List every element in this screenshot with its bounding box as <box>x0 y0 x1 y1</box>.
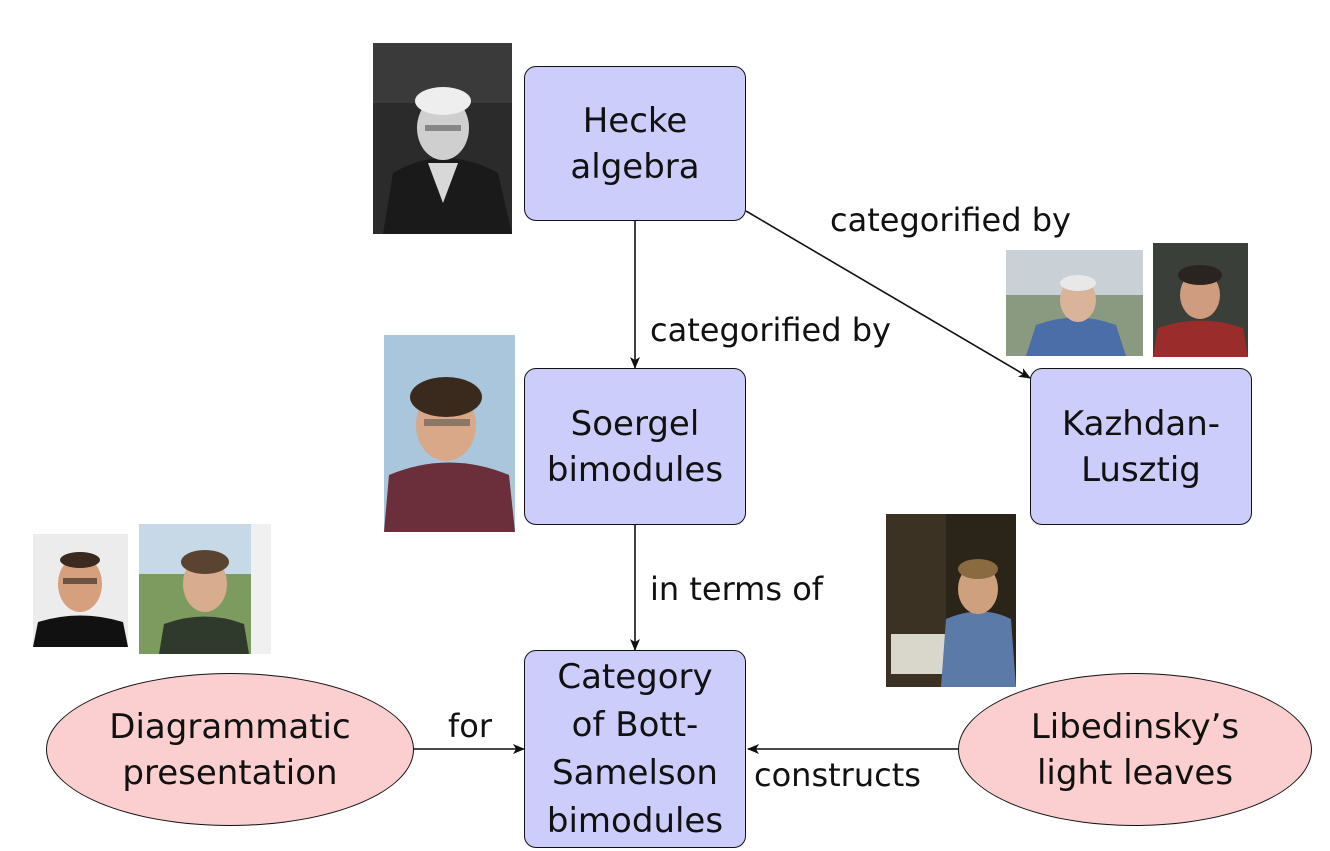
node-diagrammatic-label: Diagrammatic presentation <box>109 706 351 793</box>
edge-label-hecke-soergel: categorified by <box>650 311 891 349</box>
node-diagrammatic-presentation: Diagrammatic presentation <box>46 673 414 826</box>
node-bott-samelson-label: Category of Bott- Samelson bimodules <box>546 657 724 841</box>
edge-label-hecke-kl: categorified by <box>830 201 1071 239</box>
node-hecke-algebra: Hecke algebra <box>524 66 746 221</box>
node-soergel-bimodules: Soergel bimodules <box>524 368 746 525</box>
node-soergel-bimodules-label: Soergel bimodules <box>546 403 724 490</box>
edge-label-soergel-bs: in terms of <box>650 570 824 608</box>
edge-hecke-to-kazhdan-lusztig <box>745 210 1031 379</box>
node-hecke-algebra-label: Hecke algebra <box>570 100 700 187</box>
node-bott-samelson-category: Category of Bott- Samelson bimodules <box>524 650 746 848</box>
portrait-photo-libedinsky <box>886 514 1016 687</box>
portrait-photo-lusztig <box>1153 243 1248 357</box>
node-kazhdan-lusztig-label: Kazhdan- Lusztig <box>1061 403 1221 490</box>
portrait-photo-hecke <box>373 43 512 234</box>
portrait-photo-kazhdan <box>1006 250 1143 356</box>
portrait-photo-elias <box>33 534 128 647</box>
node-kazhdan-lusztig: Kazhdan- Lusztig <box>1030 368 1252 525</box>
node-libedinsky-light-leaves: Libedinsky’s light leaves <box>958 673 1312 826</box>
portrait-photo-williamson <box>139 524 271 654</box>
node-light-leaves-label: Libedinsky’s light leaves <box>1030 706 1240 793</box>
edge-label-leaves-bs: constructs <box>754 756 921 794</box>
portrait-photo-soergel <box>384 335 515 532</box>
edge-label-diag-bs: for <box>448 707 492 745</box>
